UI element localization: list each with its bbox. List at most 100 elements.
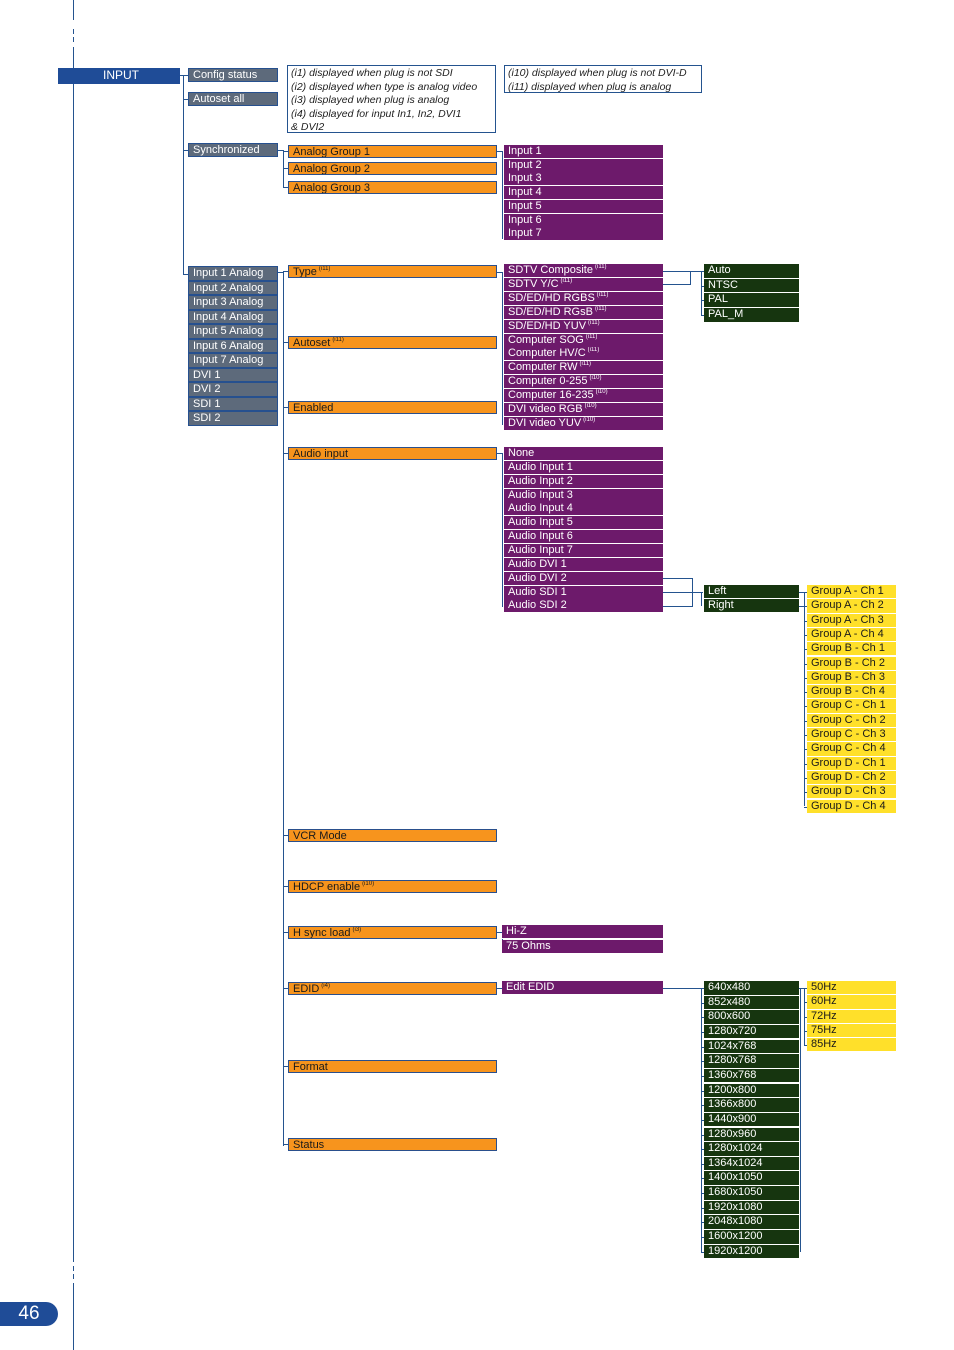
menu-item-refresh-rate-label: 85Hz <box>811 1038 837 1051</box>
menu-item-group-input: Input 2 <box>504 158 663 173</box>
margin-tick <box>73 37 74 42</box>
connector-line <box>804 620 807 622</box>
connector-line <box>701 1119 704 1121</box>
menu-item-synchronized-label: Synchronized <box>193 144 260 156</box>
margin-tick <box>73 1274 74 1279</box>
menu-item-signal-type: Computer SOG(i11) <box>504 333 663 348</box>
menu-item-resolution-label: 1366x800 <box>708 1098 757 1111</box>
menu-item-audio-input-label: Audio Input 5 <box>508 516 573 529</box>
connector-line <box>701 1105 704 1107</box>
menu-item-source-label: SDI 1 <box>193 397 221 410</box>
menu-item-analog-group-label: Analog Group 1 <box>293 146 371 158</box>
menu-item-signal-type-label: Computer RW <box>508 361 578 374</box>
menu-item-source: Input 2 Analog <box>188 280 278 295</box>
footnote-marker: (i11) <box>594 264 607 270</box>
menu-item-sdi-group: Group C - Ch 2 <box>807 713 896 728</box>
menu-item-resolution: 800x600 <box>704 1010 799 1025</box>
connector-line <box>283 1066 288 1067</box>
connector-line <box>701 1149 704 1151</box>
menu-item-video-standard-label: PAL_M <box>708 308 744 321</box>
connector-line <box>283 988 288 989</box>
menu-item-resolution-label: 800x600 <box>708 1010 751 1023</box>
connector-line <box>497 272 503 273</box>
menu-item-source-label: Input 5 Analog <box>193 325 264 337</box>
connector-line <box>502 272 503 425</box>
menu-item-group-input-label: Input 7 <box>508 227 542 240</box>
menu-item-group-input-label: Input 1 <box>508 145 542 157</box>
menu-item-audio-input: None <box>504 447 663 461</box>
menu-item-edit-edid: Edit EDID <box>502 981 663 995</box>
connector-line <box>663 578 693 579</box>
menu-item-audio-input-label: Audio DVI 2 <box>508 571 567 584</box>
menu-item-sdi-group-label: Group D - Ch 4 <box>811 799 886 812</box>
menu-item-signal-type-label: SD/ED/HD RGBS <box>508 291 595 304</box>
note-line: (i1) displayed when plug is not SDI <box>291 67 453 79</box>
menu-item-signal-type: SDTV Y/C(i11) <box>504 277 663 292</box>
menu-item-signal-type-label: DVI video RGB <box>508 403 583 415</box>
menu-item-setting-label: HDCP enable <box>293 881 361 893</box>
menu-item-group-input-label: Input 3 <box>508 172 542 185</box>
footnote-marker: (i10) <box>584 403 597 409</box>
menu-item-audio-input-label: Audio Input 7 <box>508 543 573 556</box>
menu-item-resolution-label: 1280x1024 <box>708 1142 763 1155</box>
connector-line <box>804 606 807 608</box>
connector-line <box>497 151 503 152</box>
menu-item-group-input: Input 4 <box>504 186 663 201</box>
menu-item-refresh-rate-label: 75Hz <box>811 1023 837 1036</box>
menu-item-resolution: 1280x768 <box>704 1054 799 1069</box>
connector-line <box>283 271 288 272</box>
menu-item-sdi-group: Group C - Ch 3 <box>807 728 896 743</box>
menu-item-source: DVI 2 <box>188 382 278 397</box>
menu-item-refresh-rate: 50Hz <box>807 981 896 996</box>
menu-item-source-label: Input 3 Analog <box>193 296 264 308</box>
menu-item-sdi-group: Group C - Ch 4 <box>807 742 896 757</box>
menu-item-sdi-group: Group D - Ch 4 <box>807 799 896 814</box>
connector-line <box>701 1075 704 1077</box>
menu-item-resolution: 1920x1200 <box>704 1244 799 1260</box>
menu-item-hsync-option-label: 75 Ohms <box>506 939 551 952</box>
menu-item-video-standard-label: NTSC <box>708 278 738 291</box>
connector-line <box>701 1134 704 1136</box>
menu-item-resolution: 1600x1200 <box>704 1230 799 1245</box>
menu-item-resolution-label: 1280x960 <box>708 1127 757 1140</box>
menu-item-sdi-group: Group B - Ch 3 <box>807 670 896 686</box>
menu-item-analog-group: Analog Group 2 <box>288 162 497 175</box>
menu-item-signal-type-label: Computer HV/C <box>508 347 586 360</box>
menu-item-sdi-group-label: Group D - Ch 3 <box>811 785 886 798</box>
menu-item-audio-input: Audio SDI 1 <box>504 585 663 600</box>
menu-item-source: Input 3 Analog <box>188 295 278 310</box>
menu-item-resolution: 1920x1080 <box>704 1200 799 1216</box>
menu-item-analog-group-label: Analog Group 3 <box>293 182 371 194</box>
connector-line <box>804 677 807 679</box>
connector-line <box>183 75 188 76</box>
menu-item-setting: Type(i11) <box>288 265 497 278</box>
page-number: 46 <box>0 1302 58 1326</box>
menu-item-resolution: 1400x1050 <box>704 1171 799 1186</box>
menu-item-setting: H sync load(i3) <box>288 926 497 939</box>
menu-item-resolution-label: 1024x768 <box>708 1039 757 1052</box>
connector-line <box>804 988 807 989</box>
menu-item-refresh-rate: 85Hz <box>807 1038 896 1053</box>
connector-line <box>804 777 807 779</box>
footnote-marker: (i11) <box>587 347 600 354</box>
connector-line <box>663 284 691 285</box>
note-box-right: (i10) displayed when plug is not DVI-D (… <box>504 65 702 93</box>
menu-item-hsync-option-label: Hi-Z <box>506 925 527 937</box>
menu-item-config-status: Config status <box>188 68 278 82</box>
menu-item-resolution-label: 1280x768 <box>708 1054 757 1067</box>
menu-item-sdi-group-label: Group D - Ch 1 <box>811 756 886 769</box>
menu-item-group-input-label: Input 5 <box>508 199 542 212</box>
menu-item-sdi-group: Group B - Ch 4 <box>807 685 896 700</box>
menu-item-signal-type-label: SDTV Y/C <box>508 277 559 290</box>
menu-item-sdi-group: Group A - Ch 3 <box>807 613 896 628</box>
input-root-node: INPUT <box>58 68 180 84</box>
menu-item-sdi-group-label: Group A - Ch 3 <box>811 613 884 626</box>
page-margin-rule <box>73 47 74 1262</box>
connector-line <box>804 634 807 636</box>
menu-item-source-label: Input 1 Analog <box>193 267 264 279</box>
menu-item-channel: Left <box>704 585 799 599</box>
menu-item-resolution: 1364x1024 <box>704 1156 799 1172</box>
menu-item-signal-type-label: Computer 16-235 <box>508 389 594 402</box>
connector-line <box>278 272 284 273</box>
menu-item-analog-group: Analog Group 1 <box>288 145 497 158</box>
